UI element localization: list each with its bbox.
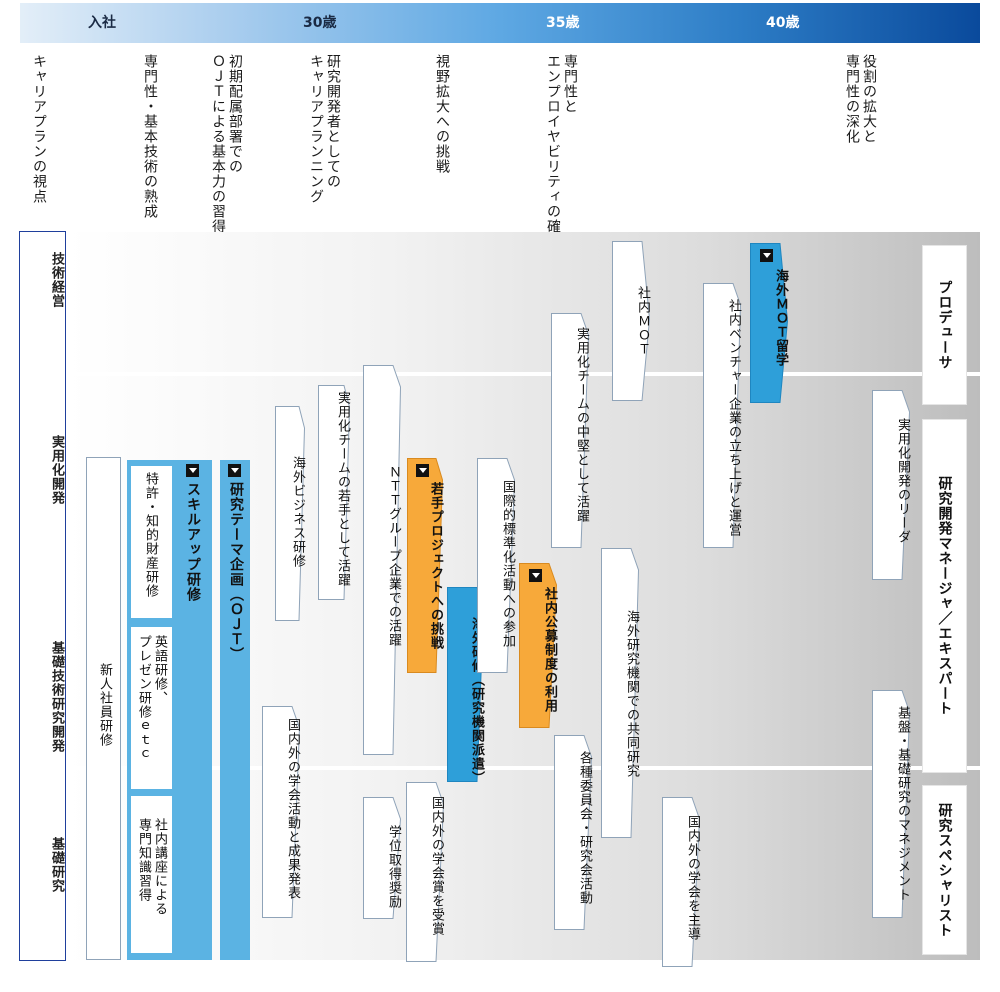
skillup-item-patent: 特許・知的財産研修 [131,466,172,618]
viewpoint-career-plan: キャリアプランの視点 [31,54,47,204]
viewpoint-widening: 視野拡大への挑戦 [434,54,450,174]
band-tech-management [68,232,980,372]
timeline-label-35: 35歳 [546,15,580,31]
marker-icon [416,464,429,477]
viewpoint-employability: 専門性と エンプロイヤビリティの確立 [545,54,578,249]
arrow-venture: 社内ベンチャー企業の立ち上げと運営 [703,283,742,548]
arrow-practical-leader: 実用化開発のリーダ [872,390,911,580]
skillup-training-panel: 特許・知的財産研修 英語研修、 プレゼン研修ｅｔｃ 社内講座による 専門知識習得… [127,460,212,960]
arrow-ntt-group: ＮＴＴグループ企業での活躍 [363,365,402,755]
arrow-conference-activity: 国内外の学会活動と成果発表 [262,706,301,918]
timeline-label-join: 入社 [88,15,116,31]
marker-icon [228,464,241,477]
area-basic-tech-research: 基礎技術研究開発 [49,641,64,753]
arrow-degree: 学位取得奨励 [363,797,402,919]
arrow-intl-standard: 国際的標準化活動への参加 [477,458,516,673]
skillup-item-patent-label: 特許・知的財産研修 [143,472,158,598]
marker-icon [529,569,542,582]
arrow-practical-team-young: 実用化チームの若手として活躍 [318,385,351,600]
viewpoint-career-planning: 研究開発者としての キャリアプランニング [308,54,341,204]
role-manager-expert: 研究開発マネージャ／エキスパート [923,420,966,772]
role-specialist-label: 研究スペシャリスト [936,802,953,938]
viewpoint-role-expansion: 役割の拡大と 専門性の深化 [844,54,877,144]
arrow-practical-team-mid: 実用化チームの中堅として活躍 [551,313,590,548]
arrow-overseas-mot: 海外ＭＯＴ留学 [750,243,789,403]
research-theme-title: 研究テーマ企画（ＯＪＴ） [228,482,244,662]
arrow-overseas-business-training: 海外ビジネス研修 [275,406,306,621]
timeline-label-30: 30歳 [303,15,337,31]
arrow-committee: 各種委員会・研究会活動 [554,735,593,930]
skillup-item-internal-course: 社内講座による 専門知識習得 [131,796,172,953]
research-area-panel [19,231,66,961]
arrow-young-project: 若手プロジェクトへの挑戦 [407,458,444,673]
arrow-internal-mot: 社内ＭＯＴ [612,241,651,401]
area-practical-development: 実用化開発 [49,435,64,505]
role-manager-expert-label: 研究開発マネージャ／エキスパート [936,476,953,716]
skillup-title: スキルアップ研修 [185,482,201,602]
arrow-basic-management: 基盤・基礎研究のマネジメント [872,690,911,918]
new-hire-training-box: 新人社員研修 [86,457,121,960]
research-theme-panel: 研究テーマ企画（ＯＪＴ） [220,460,250,960]
arrow-overseas-joint-research: 海外研究機関での共同研究 [601,548,640,838]
arrow-conference-lead: 国内外の学会を主導 [662,797,701,967]
area-tech-management: 技術経営 [49,252,64,308]
arrow-internal-recruitment: 社内公募制度の利用 [519,563,558,728]
timeline-label-40: 40歳 [766,15,800,31]
arrow-conference-award: 国内外の学会賞を受賞 [406,782,445,962]
timeline-bar [20,3,980,43]
role-producer: プロデューサ [923,246,966,404]
skillup-item-english-label: 英語研修、 プレゼン研修ｅｔｃ [136,635,167,761]
role-producer-label: プロデューサ [936,280,953,370]
marker-icon [186,464,199,477]
new-hire-training-label: 新人社員研修 [97,663,112,747]
role-specialist: 研究スペシャリスト [923,786,966,954]
skillup-item-internal-course-label: 社内講座による 専門知識習得 [136,818,167,916]
viewpoint-expertise: 専門性・基本技術の熟成 [142,54,158,219]
viewpoint-initial-ojt: 初期配属部署での ＯＪＴによる基本力の習得 [210,54,243,234]
area-basic-research: 基礎研究 [49,837,64,893]
skillup-item-english: 英語研修、 プレゼン研修ｅｔｃ [131,627,172,789]
marker-icon [760,249,773,262]
